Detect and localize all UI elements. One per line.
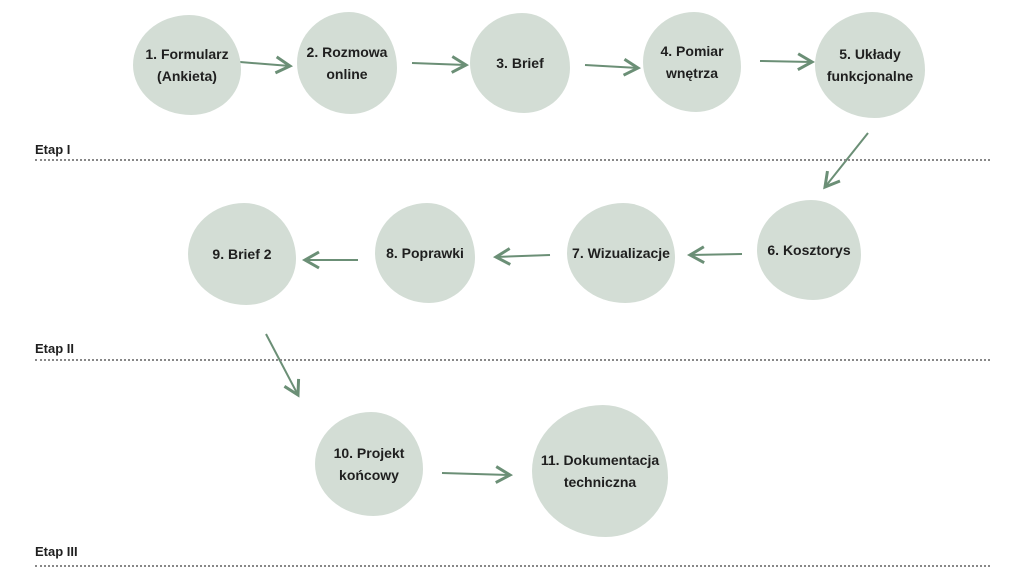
arrow-7-8 xyxy=(492,247,551,266)
stage-divider-1 xyxy=(35,159,990,161)
arrow-1-2 xyxy=(239,55,294,75)
node-pomiar: 4. Pomiar wnętrza xyxy=(643,12,741,112)
node-rozmowa: 2. Rozmowa online xyxy=(297,12,397,114)
node-dokumentacja: 11. Dokumentacja techniczna xyxy=(532,405,668,537)
stage-label-2: Etap II xyxy=(35,341,75,356)
node-formularz: 1. Formularz (Ankieta) xyxy=(133,15,241,115)
arrow-9-10 xyxy=(265,333,301,398)
arrow-4-5 xyxy=(759,52,816,72)
node-projekt-koncowy: 10. Projekt końcowy xyxy=(315,412,423,516)
node-kosztorys: 6. Kosztorys xyxy=(757,200,861,300)
stage-label-3: Etap III xyxy=(35,544,78,559)
node-wizualizacje: 7. Wizualizacje xyxy=(567,203,675,303)
stage-divider-3 xyxy=(35,565,990,567)
arrow-6-7 xyxy=(686,245,743,265)
node-brief-2: 9. Brief 2 xyxy=(188,203,296,305)
node-poprawki: 8. Poprawki xyxy=(375,203,475,303)
stage-label-1: Etap I xyxy=(35,142,71,157)
node-brief: 3. Brief xyxy=(470,13,570,113)
arrow-3-4 xyxy=(584,57,642,77)
node-uklady: 5. Układy funkcjonalne xyxy=(815,12,925,118)
arrow-10-11 xyxy=(441,465,514,484)
arrow-2-3 xyxy=(411,55,470,74)
stage-divider-2 xyxy=(35,359,990,361)
